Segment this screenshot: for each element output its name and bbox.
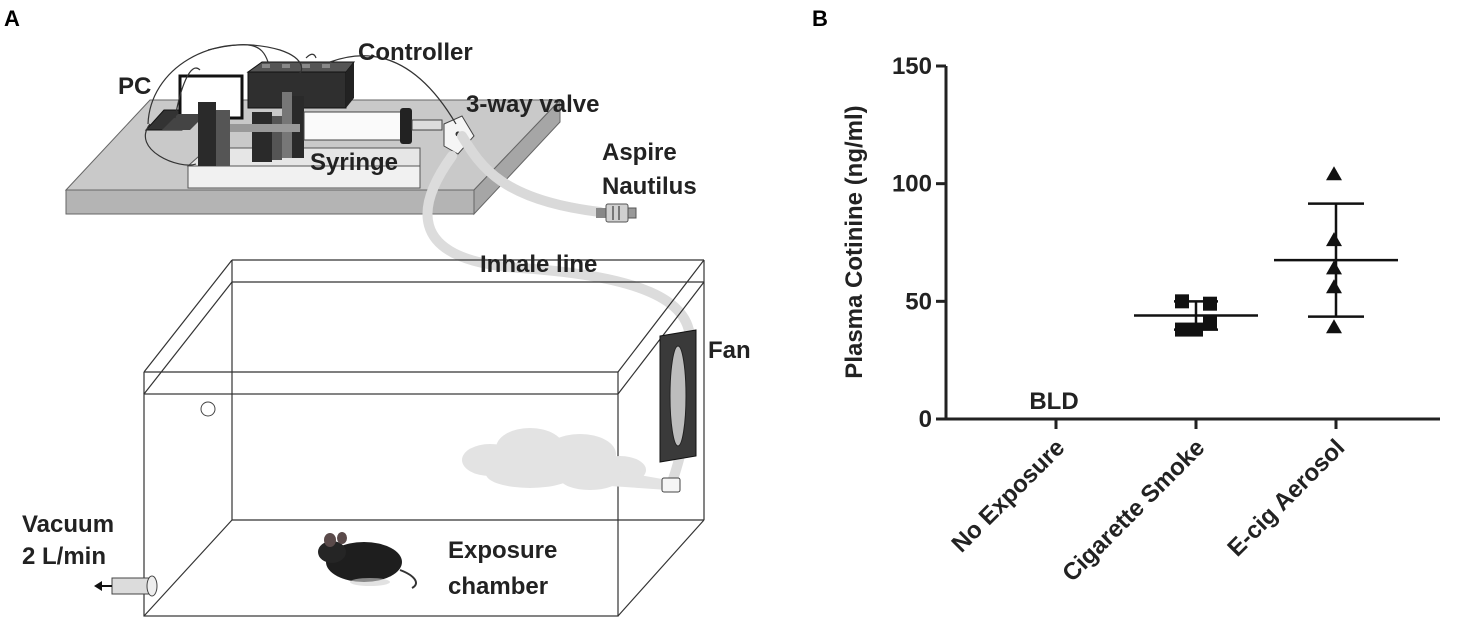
panel-a-letter: A	[4, 6, 20, 31]
y-axis-title: Plasma Cotinine (ng/ml)	[841, 105, 868, 378]
label-chamber: chamber	[448, 573, 548, 600]
x-category-label: No Exposure	[946, 434, 1070, 558]
syringe-icon	[303, 108, 443, 144]
exposure-chamber-box	[143, 259, 705, 617]
cotinine-scatter-chart: Plasma Cotinine (ng/ml) BLD 0 50 100 150 No…	[841, 53, 1440, 587]
inlet-nozzle-icon	[661, 477, 681, 493]
label-vacuum: Vacuum	[22, 511, 114, 538]
bld-annotation: BLD	[1029, 388, 1078, 415]
smoke-cloud	[462, 428, 668, 490]
label-syringe: Syringe	[310, 149, 398, 176]
label-controller: Controller	[358, 39, 473, 66]
x-category-label: Cigarette Smoke	[1057, 434, 1210, 587]
controller-icon	[246, 61, 356, 109]
y-tick-label: 50	[905, 288, 932, 315]
label-aspire: Aspire	[602, 139, 677, 166]
x-category-label: E-cig Aerosol	[1222, 434, 1350, 562]
data-point-square	[1203, 315, 1217, 330]
data-point-triangle	[1326, 166, 1342, 181]
data-point-square	[1203, 296, 1217, 311]
data-point-square	[1175, 294, 1189, 309]
mouse-icon	[318, 532, 417, 589]
label-exposure: Exposure	[448, 537, 557, 564]
y-tick-label: 150	[892, 53, 932, 80]
data-point-square	[1189, 322, 1203, 337]
pump-blocks	[198, 92, 304, 166]
panel-b-letter: B	[812, 6, 828, 31]
data-point-triangle	[1326, 279, 1342, 294]
data-point-triangle	[1326, 319, 1342, 334]
label-vacuum-rate: 2 L/min	[22, 543, 106, 570]
data-point-square	[1175, 322, 1189, 337]
cables	[144, 44, 457, 166]
pump-base	[186, 147, 421, 189]
label-fan: Fan	[708, 337, 751, 364]
label-pc: PC	[118, 73, 151, 100]
fan-icon	[659, 329, 697, 463]
y-tick-label: 0	[919, 406, 932, 433]
aspire-nautilus-icon	[596, 203, 637, 223]
label-nautilus: Nautilus	[602, 173, 697, 200]
label-inhale-line: Inhale line	[480, 251, 597, 278]
y-tick-label: 100	[892, 171, 932, 198]
label-3-way-valve: 3-way valve	[466, 91, 599, 118]
vacuum-outlet-icon	[94, 575, 158, 597]
data-point-triangle	[1326, 232, 1342, 247]
data-point-triangle	[1326, 260, 1342, 275]
